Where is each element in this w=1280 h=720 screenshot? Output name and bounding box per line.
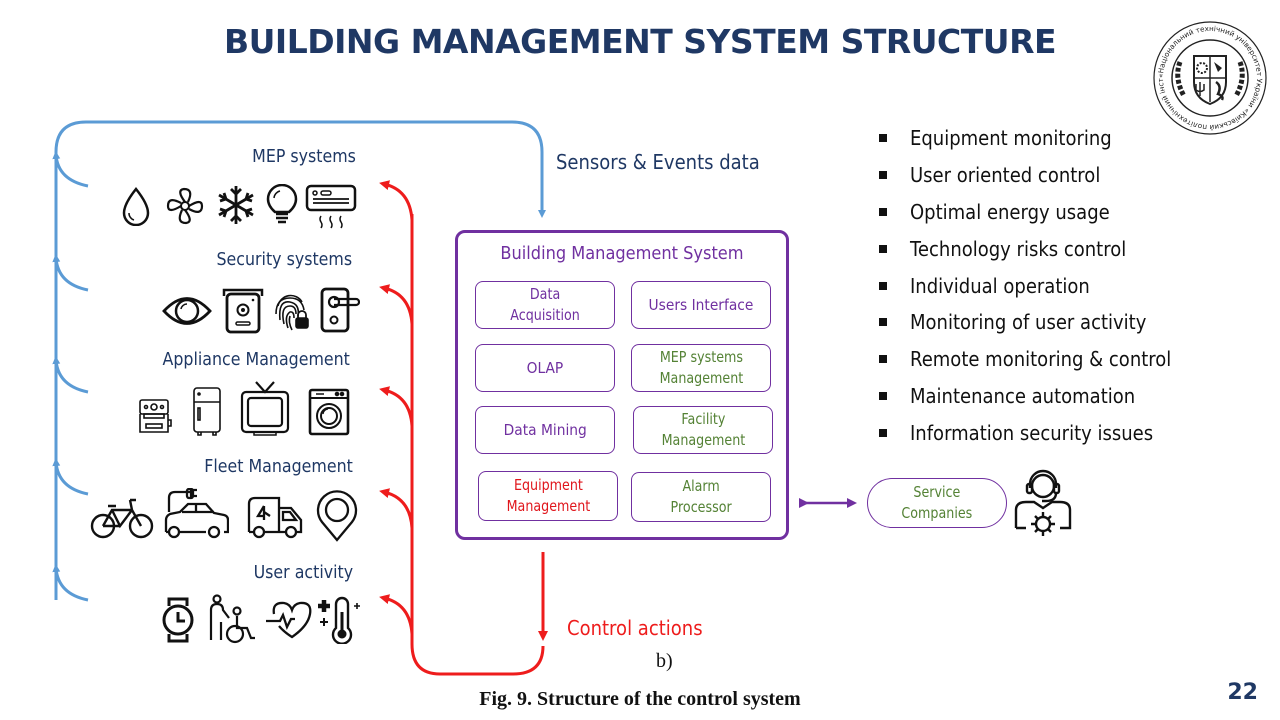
feature-item: Monitoring of user activity <box>875 304 1200 341</box>
feature-item: Information security issues <box>875 414 1200 451</box>
feature-item: Individual operation <box>875 267 1200 304</box>
module-data-mining[interactable]: Data Mining <box>475 406 615 454</box>
camera-eye-icon <box>162 290 212 332</box>
feature-list: Equipment monitoring User oriented contr… <box>875 120 1200 451</box>
door-lock-icon <box>318 286 361 334</box>
feature-item: User oriented control <box>875 157 1200 194</box>
delivery-truck-icon <box>245 494 307 542</box>
coffee-machine-icon <box>134 396 174 436</box>
intercom-icon <box>220 286 266 334</box>
module-olap[interactable]: OLAP <box>475 344 615 392</box>
washing-machine-icon <box>308 388 350 436</box>
tv-icon <box>240 380 290 436</box>
feature-item: Equipment monitoring <box>875 120 1200 157</box>
smartwatch-icon <box>160 596 196 644</box>
module-users-interface[interactable]: Users Interface <box>631 281 771 329</box>
bms-title: Building Management System <box>500 243 744 264</box>
feature-item: Technology risks control <box>875 230 1200 267</box>
water-drop-icon <box>118 186 154 227</box>
page-number: 22 <box>1227 680 1258 705</box>
figure-caption: Fig. 9. Structure of the control system <box>479 688 801 710</box>
electric-car-icon <box>163 487 230 542</box>
bicycle-icon <box>90 494 154 540</box>
heart-rate-icon <box>264 600 314 640</box>
control-actions-label: Control actions <box>567 616 703 640</box>
support-engineer-icon <box>1012 468 1074 540</box>
refrigerator-icon <box>191 386 223 438</box>
caregiver-wheelchair-icon <box>207 594 259 644</box>
sensors-events-label: Sensors & Events data <box>556 150 760 174</box>
category-label-mep: MEP systems <box>252 146 356 167</box>
fan-icon <box>164 186 206 226</box>
feature-item: Remote monitoring & control <box>875 341 1200 378</box>
sensors-flow-line <box>52 120 546 602</box>
category-label-user-activity: User activity <box>253 562 353 583</box>
slide-title: BUILDING MANAGEMENT SYSTEM STRUCTURE <box>223 22 1057 61</box>
location-pin-icon <box>316 490 358 542</box>
fingerprint-lock-icon <box>272 288 310 332</box>
figure-sublabel: b) <box>656 650 673 672</box>
feature-item: Maintenance automation <box>875 378 1200 415</box>
thermometer-icon <box>316 596 362 645</box>
air-conditioner-icon <box>305 184 357 230</box>
university-seal-icon: «Національний технічний університет Укра… <box>1148 11 1270 138</box>
category-label-appliance: Appliance Management <box>162 349 350 370</box>
category-label-fleet: Fleet Management <box>204 456 353 477</box>
control-flow-line <box>379 180 548 676</box>
light-bulb-icon <box>266 183 298 226</box>
snowflake-icon <box>216 184 256 226</box>
category-label-security: Security systems <box>216 249 352 270</box>
feature-item: Optimal energy usage <box>875 194 1200 231</box>
